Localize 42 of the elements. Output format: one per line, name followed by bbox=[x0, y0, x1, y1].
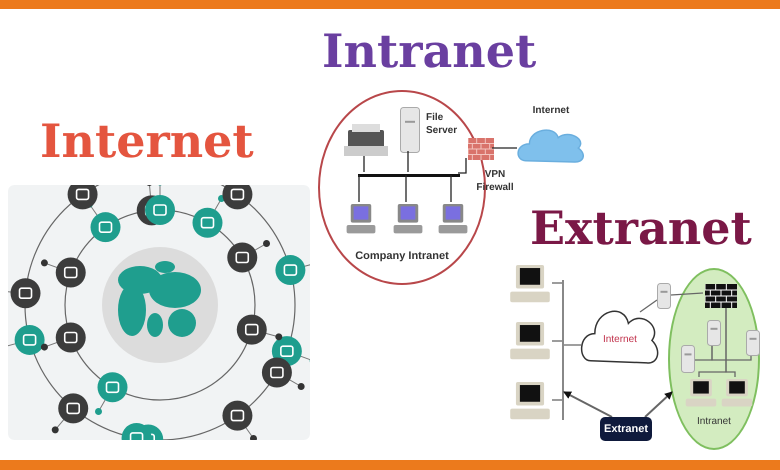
connector-line bbox=[552, 340, 562, 342]
heading: Internet bbox=[40, 118, 254, 164]
connector-line bbox=[492, 147, 517, 149]
arrow bbox=[644, 391, 673, 418]
computer-icon bbox=[684, 379, 718, 407]
network-bus-line bbox=[358, 174, 460, 177]
computer-icon bbox=[508, 382, 552, 420]
connector-line bbox=[458, 158, 467, 174]
server-icon bbox=[657, 283, 671, 309]
firewall-icon bbox=[705, 284, 737, 308]
node-label: Internet bbox=[602, 334, 638, 345]
computer-icon bbox=[437, 204, 469, 234]
connector-line bbox=[725, 306, 736, 377]
connector-line bbox=[564, 344, 581, 346]
computer-icon bbox=[345, 204, 377, 234]
printer-icon bbox=[344, 122, 388, 158]
computer-icon bbox=[720, 379, 754, 407]
node-label: File Server bbox=[426, 111, 458, 137]
extranet-label-box: Extranet bbox=[600, 417, 652, 441]
group-label: Intranet bbox=[696, 416, 732, 427]
connector-line bbox=[358, 175, 360, 202]
connector-line bbox=[450, 175, 452, 202]
arrow bbox=[563, 391, 612, 418]
connector-line bbox=[711, 344, 752, 361]
connector-line bbox=[640, 299, 658, 313]
connector-line bbox=[363, 156, 365, 172]
server-icon bbox=[746, 330, 760, 356]
connector-line bbox=[552, 282, 562, 284]
connector-line bbox=[407, 151, 409, 172]
heading: Extranet bbox=[530, 205, 752, 251]
heading: Intranet bbox=[322, 28, 536, 74]
connector-line bbox=[552, 399, 562, 401]
server-icon bbox=[681, 345, 695, 373]
connector-line bbox=[405, 175, 407, 202]
server-icon bbox=[707, 320, 721, 346]
computer-icon bbox=[392, 204, 424, 234]
computer-icon bbox=[508, 265, 552, 303]
node-label: Internet bbox=[532, 105, 570, 116]
computer-icon bbox=[508, 322, 552, 360]
connector-line bbox=[670, 292, 704, 296]
network-bus-line bbox=[562, 280, 564, 420]
group-label: Company Intranet bbox=[354, 250, 450, 262]
